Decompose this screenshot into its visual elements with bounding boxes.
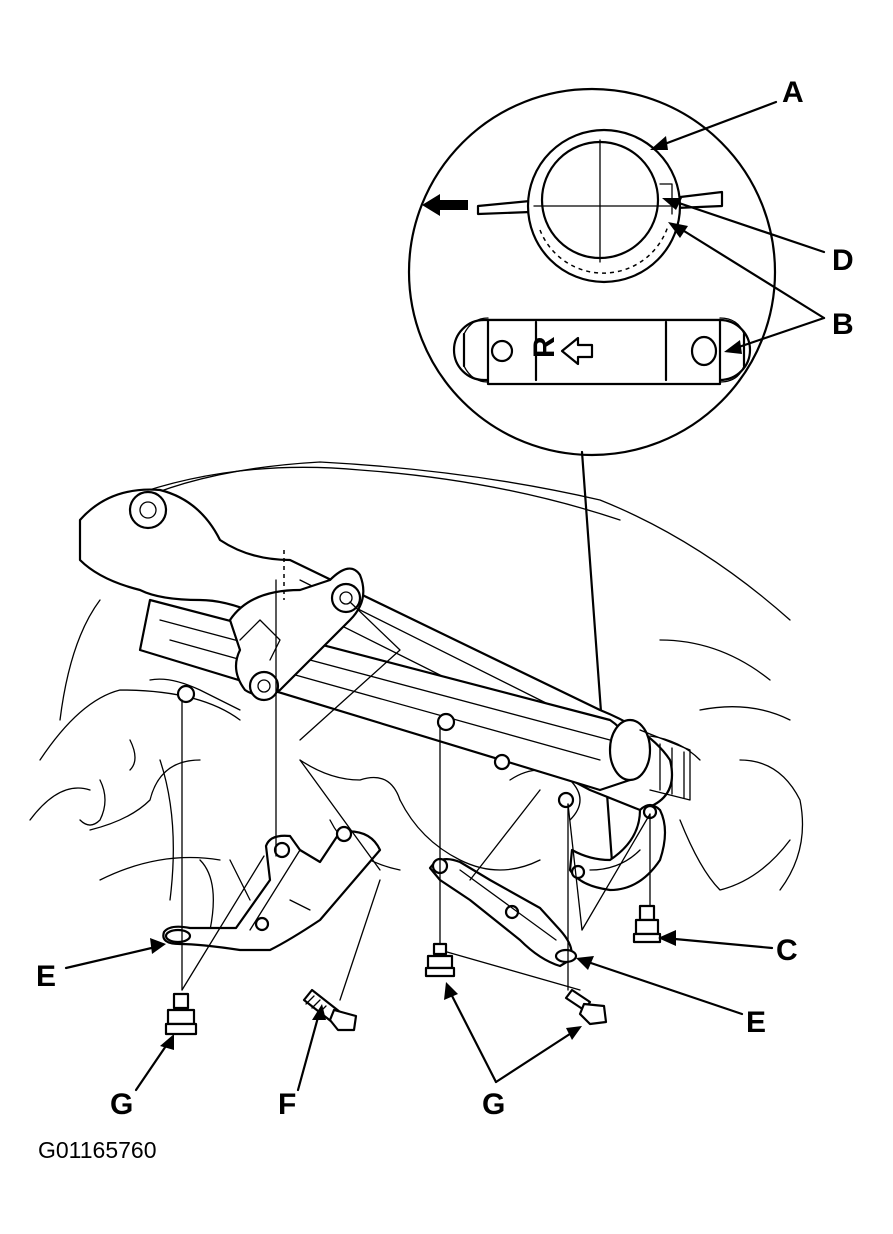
stabilizer-bushing bbox=[476, 128, 724, 284]
alignment-lines bbox=[181, 579, 651, 1001]
bushing-flat-view: R bbox=[452, 317, 752, 386]
leader-f bbox=[296, 1008, 322, 1092]
detail-view: R bbox=[407, 87, 826, 864]
figure-id: G01165760 bbox=[38, 1137, 157, 1163]
leader-d bbox=[668, 198, 826, 254]
left-holder-bracket bbox=[162, 825, 382, 952]
bolt-f bbox=[302, 988, 358, 1032]
detail-leader-line bbox=[580, 450, 614, 864]
callout-b: B bbox=[832, 308, 854, 341]
bolt-c bbox=[632, 904, 662, 944]
callout-a: A bbox=[782, 76, 804, 109]
callout-e-left: E bbox=[36, 960, 56, 993]
leader-c bbox=[662, 936, 774, 950]
installed-bushing bbox=[568, 803, 667, 892]
left-arrow-icon bbox=[422, 194, 468, 216]
leader-g-right-b bbox=[494, 1028, 578, 1084]
callout-c: C bbox=[776, 934, 798, 967]
callout-g-right: G bbox=[482, 1088, 505, 1121]
right-holder-bracket bbox=[428, 857, 578, 968]
leader-b-upper bbox=[674, 224, 826, 320]
leader-a bbox=[652, 100, 778, 150]
bushing-mark-label: R bbox=[528, 336, 561, 358]
callout-f: F bbox=[278, 1088, 296, 1121]
bolt-g-right-2 bbox=[564, 988, 608, 1026]
bolt-g-left bbox=[164, 992, 198, 1036]
leader-g-left bbox=[134, 1038, 172, 1092]
outline-left-arrow-icon bbox=[560, 336, 594, 366]
leader-e-left bbox=[64, 944, 162, 970]
leader-g-right-a bbox=[446, 986, 498, 1084]
detail-circle bbox=[407, 87, 777, 457]
callout-e-right: E bbox=[746, 1006, 766, 1039]
leader-b-lower bbox=[728, 316, 826, 352]
vehicle-underbody bbox=[29, 461, 804, 931]
callout-g-left: G bbox=[110, 1088, 133, 1121]
leader-e-right bbox=[580, 958, 744, 1016]
bolt-g-right-1 bbox=[424, 942, 456, 978]
callout-d: D bbox=[832, 244, 854, 277]
